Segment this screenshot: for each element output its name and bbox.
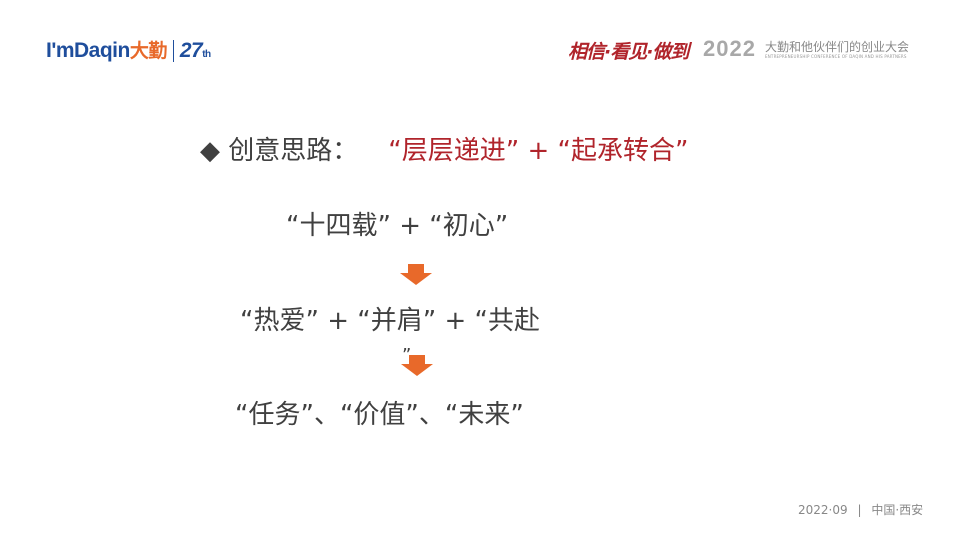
diamond-icon: ◆ (200, 136, 220, 166)
footer: 2022·09 | 中国·西安 (798, 501, 923, 518)
logo-cn: 大勤 (129, 41, 168, 62)
stray-quote: ” (402, 345, 412, 366)
line-3: “任务”、“价值”、“未来” (235, 400, 524, 430)
logo-text: I'mDaqin (46, 39, 130, 62)
footer-divider: | (857, 503, 862, 517)
slogan: 相信·看见·做到 (568, 41, 689, 63)
brand-logo: I'mDaqin大勤 27th (46, 36, 211, 63)
line-1: “十四载” + “初心” (286, 211, 509, 241)
conference-title: 大勤和他伙伴们的创业大会 (765, 40, 910, 54)
logo-anniversary-suffix: th (202, 49, 211, 60)
footer-date: 2022·09 (798, 503, 848, 517)
logo-divider (172, 40, 174, 63)
line-2: “热爱” + “并肩” + “共赴 (240, 306, 540, 336)
heading: ◆ 创意思路： “层层递进” + “起承转合” (200, 130, 688, 167)
logo-anniversary: 27 (179, 39, 203, 62)
conference-year: 2022 (703, 36, 756, 61)
conference-title-en: ENTREPRENEURSHIP CONFERENCE OF DAQIN AND… (765, 54, 907, 59)
heading-highlight: “层层递进” + “起承转合” (388, 136, 689, 166)
footer-location: 中国·西安 (871, 503, 924, 517)
heading-label: 创意思路： (228, 136, 359, 166)
